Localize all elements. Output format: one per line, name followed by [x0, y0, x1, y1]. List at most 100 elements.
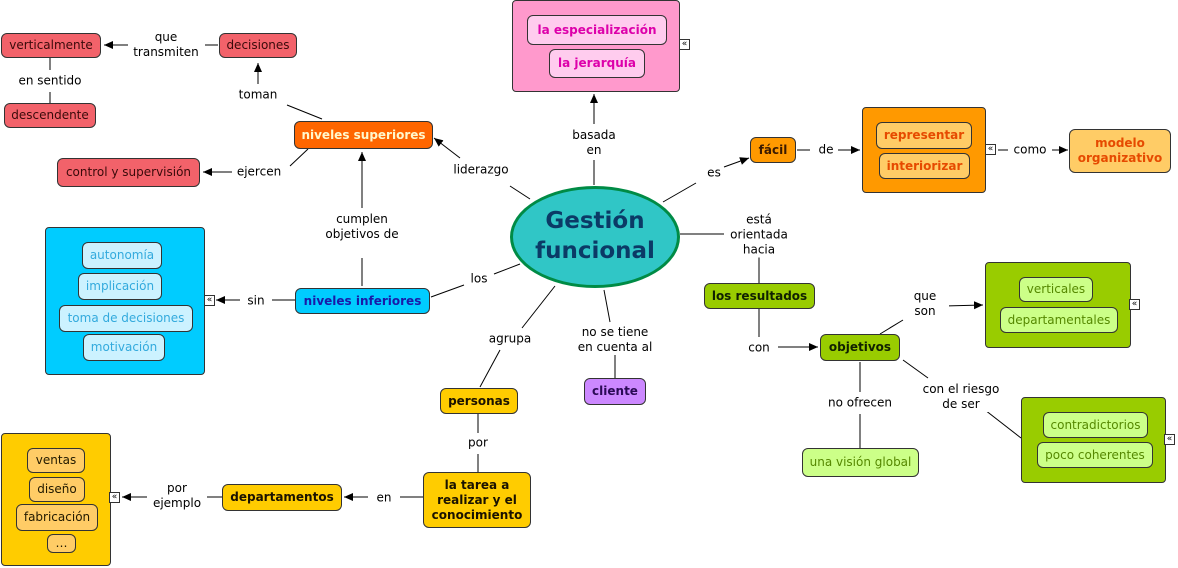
node-niveles-inferiores-label: niveles inferiores	[303, 293, 422, 308]
node-verticalmente-label: verticalmente	[9, 38, 93, 52]
link-ejercen: ejercen	[234, 164, 284, 180]
node-facil[interactable]: fácil	[750, 137, 796, 163]
chevron-left-icon: «	[206, 295, 213, 305]
chevron-left-icon: «	[1166, 434, 1173, 444]
collapse-toggle-facil[interactable]: «	[985, 144, 996, 155]
node-autonomia-label: autonomía	[89, 248, 155, 262]
node-personas-label: personas	[448, 393, 510, 408]
node-verticalmente[interactable]: verticalmente	[1, 33, 101, 58]
node-objetivos-label: objetivos	[828, 340, 892, 354]
node-tarea-label: la tarea a realizar y el conocimiento	[431, 477, 523, 522]
link-que-transmiten: que transmiten	[128, 30, 204, 60]
link-esta-orientada: está orientada hacia	[724, 212, 794, 258]
central-topic[interactable]: Gestión funcional	[510, 186, 680, 288]
node-control-supervision[interactable]: control y supervisión	[57, 158, 200, 187]
node-jerarquia-label: la jerarquía	[558, 56, 636, 70]
node-cliente[interactable]: cliente	[584, 378, 646, 405]
node-los-resultados[interactable]: los resultados	[704, 283, 815, 309]
collapse-toggle-sin[interactable]: «	[204, 295, 215, 306]
link-que-son: que son	[901, 289, 949, 319]
node-representar-label: representar	[883, 128, 965, 142]
node-contradictorios[interactable]: contradictorios	[1043, 412, 1148, 438]
node-facil-label: fácil	[758, 142, 788, 157]
chevron-left-icon: «	[987, 144, 994, 154]
link-agrupa: agrupa	[486, 331, 534, 347]
node-los-resultados-label: los resultados	[711, 288, 808, 303]
node-ventas-label: ventas	[35, 453, 77, 467]
central-topic-label: Gestión funcional	[535, 208, 655, 264]
node-poco-coherentes[interactable]: poco coherentes	[1037, 442, 1153, 468]
group-que-son: verticales departamentales	[985, 262, 1131, 348]
group-basada-en: la especialización la jerarquía	[512, 0, 680, 92]
node-toma-label: toma de decisiones	[67, 311, 185, 325]
node-departamentos-label: departamentos	[230, 490, 334, 504]
node-vision-global[interactable]: una visión global	[802, 448, 919, 477]
node-verticales[interactable]: verticales	[1019, 277, 1093, 302]
node-niveles-superiores[interactable]: niveles superiores	[294, 121, 433, 149]
collapse-toggle-que-son[interactable]: «	[1129, 299, 1140, 310]
node-ventas[interactable]: ventas	[27, 448, 85, 473]
link-por-ejemplo: por ejemplo	[147, 481, 207, 511]
link-por: por	[466, 435, 490, 451]
node-descendente-label: descendente	[11, 108, 89, 122]
link-como: como	[1011, 142, 1049, 158]
node-departamentos[interactable]: departamentos	[222, 484, 342, 511]
node-decisiones-label: decisiones	[226, 38, 290, 52]
node-more[interactable]: …	[47, 534, 76, 553]
link-con: con	[746, 340, 772, 356]
node-more-label: …	[55, 536, 68, 550]
group-facil-de: representar interiorizar	[862, 107, 986, 193]
group-riesgo: contradictorios poco coherentes	[1021, 397, 1166, 483]
node-interiorizar[interactable]: interiorizar	[879, 153, 970, 179]
link-de: de	[816, 142, 836, 158]
node-departamentales[interactable]: departamentales	[1000, 307, 1118, 333]
link-en-sentido: en sentido	[16, 73, 84, 89]
node-tarea-conocimiento[interactable]: la tarea a realizar y el conocimiento	[423, 472, 531, 528]
collapse-toggle-riesgo[interactable]: «	[1164, 434, 1175, 445]
node-decisiones[interactable]: decisiones	[219, 33, 297, 58]
node-interiorizar-label: interiorizar	[886, 158, 963, 173]
link-liderazgo: liderazgo	[451, 162, 511, 178]
node-autonomia[interactable]: autonomía	[82, 242, 162, 269]
link-con-el-riesgo: con el riesgo de ser	[916, 382, 1006, 412]
node-contradictorios-label: contradictorios	[1050, 417, 1141, 432]
node-control-label: control y supervisión	[65, 165, 192, 179]
node-descendente[interactable]: descendente	[4, 103, 96, 128]
link-basada-en: basada en	[567, 128, 621, 158]
node-vision-global-label: una visión global	[809, 455, 912, 469]
node-fabricacion-label: fabricación	[23, 510, 91, 524]
node-jerarquia[interactable]: la jerarquía	[549, 49, 645, 78]
node-departamentales-label: departamentales	[1007, 312, 1111, 327]
collapse-toggle-basada[interactable]: «	[679, 39, 690, 50]
node-especializacion-label: la especialización	[537, 22, 657, 37]
node-modelo-organizativo[interactable]: modelo organizativo	[1069, 129, 1171, 173]
link-es: es	[705, 165, 723, 181]
chevron-left-icon: «	[1131, 299, 1138, 309]
node-fabricacion[interactable]: fabricación	[16, 504, 98, 531]
node-niveles-superiores-label: niveles superiores	[301, 127, 426, 142]
node-cliente-label: cliente	[592, 384, 638, 398]
node-motivacion-label: motivación	[90, 340, 158, 354]
node-toma-decisiones[interactable]: toma de decisiones	[59, 305, 193, 332]
link-los: los	[468, 271, 490, 287]
link-no-se-tiene: no se tiene en cuenta al	[571, 325, 659, 355]
group-ejemplo: ventas diseño fabricación …	[1, 433, 111, 566]
group-sin: autonomía implicación toma de decisiones…	[45, 227, 205, 375]
link-no-ofrecen: no ofrecen	[826, 395, 894, 411]
node-objetivos[interactable]: objetivos	[820, 334, 900, 361]
chevron-left-icon: «	[681, 39, 688, 49]
node-representar[interactable]: representar	[876, 122, 972, 149]
collapse-toggle-ejemplo[interactable]: «	[109, 492, 120, 503]
node-diseno-label: diseño	[37, 482, 77, 496]
node-motivacion[interactable]: motivación	[83, 334, 165, 361]
node-niveles-inferiores[interactable]: niveles inferiores	[295, 288, 430, 314]
chevron-left-icon: «	[111, 492, 118, 502]
node-implicacion[interactable]: implicación	[78, 273, 162, 300]
node-verticales-label: verticales	[1026, 282, 1086, 296]
link-cumplen-objetivos: cumplen objetivos de	[317, 212, 407, 242]
node-personas[interactable]: personas	[440, 388, 518, 414]
node-diseno[interactable]: diseño	[29, 477, 85, 502]
node-especializacion[interactable]: la especialización	[527, 15, 667, 45]
link-toman: toman	[236, 87, 280, 103]
